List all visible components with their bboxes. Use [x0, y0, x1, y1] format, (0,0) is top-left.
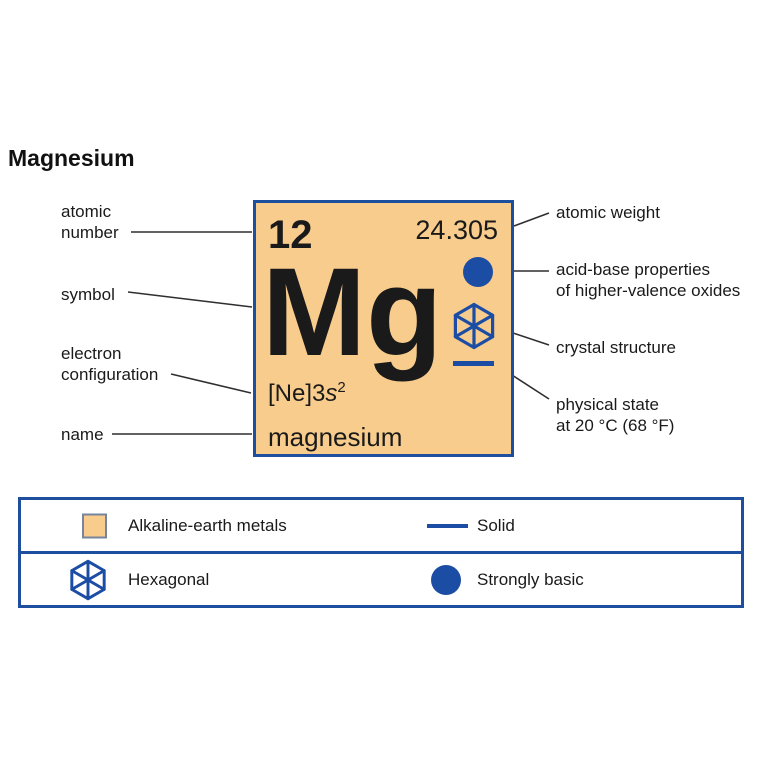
alkaline-earth-swatch-icon — [82, 513, 107, 538]
atomic-weight-value: 24.305 — [415, 215, 498, 245]
connector-symbol — [127, 291, 253, 308]
electron-configuration-orbital: s — [325, 380, 338, 407]
atomic-number-value: 12 — [268, 213, 313, 257]
callout-atomic-number: atomic number — [61, 202, 119, 242]
hexagonal-crystal-icon — [70, 559, 106, 600]
callout-acid-base: acid-base properties of higher-valence o… — [556, 260, 741, 300]
callout-symbol: symbol — [61, 285, 115, 304]
legend-box: Alkaline-earth metals Solid Hexagonal St… — [18, 497, 744, 608]
legend-label-alkaline-earth: Alkaline-earth metals — [128, 515, 287, 535]
element-name-value: magnesium — [268, 422, 403, 452]
legend-divider — [21, 551, 741, 554]
legend-row-1: Alkaline-earth metals Solid — [21, 500, 741, 551]
legend-row-2: Hexagonal Strongly basic — [21, 554, 741, 605]
crystal-structure-hexagonal-icon — [453, 302, 495, 350]
page-title: Magnesium — [8, 145, 135, 171]
element-symbol: Mg — [262, 243, 443, 382]
legend-label-hexagonal: Hexagonal — [128, 569, 210, 589]
callout-crystal-structure: crystal structure — [556, 338, 676, 357]
electron-configuration-prefix: [Ne]3 — [268, 380, 326, 407]
callout-electron-configuration: electron configuration — [61, 344, 159, 384]
callout-atomic-weight: atomic weight — [556, 203, 660, 222]
element-card: 12 24.305 Mg [Ne]3s2 magnesium — [253, 200, 514, 457]
electron-configuration-value: [Ne]3s2 — [268, 379, 346, 408]
acid-base-dot-icon — [463, 257, 493, 287]
legend-label-solid: Solid — [477, 515, 515, 535]
strongly-basic-dot-icon — [431, 564, 461, 595]
electron-configuration-superscript: 2 — [337, 379, 346, 396]
legend-label-strongly-basic: Strongly basic — [477, 569, 584, 589]
callout-name: name — [61, 425, 104, 444]
solid-line-icon — [427, 523, 468, 528]
physical-state-solid-bar-icon — [453, 361, 494, 366]
callout-physical-state: physical state at 20 °C (68 °F) — [556, 395, 675, 435]
connector-electron-configuration — [170, 373, 252, 394]
connector-atomic-weight — [513, 212, 550, 227]
